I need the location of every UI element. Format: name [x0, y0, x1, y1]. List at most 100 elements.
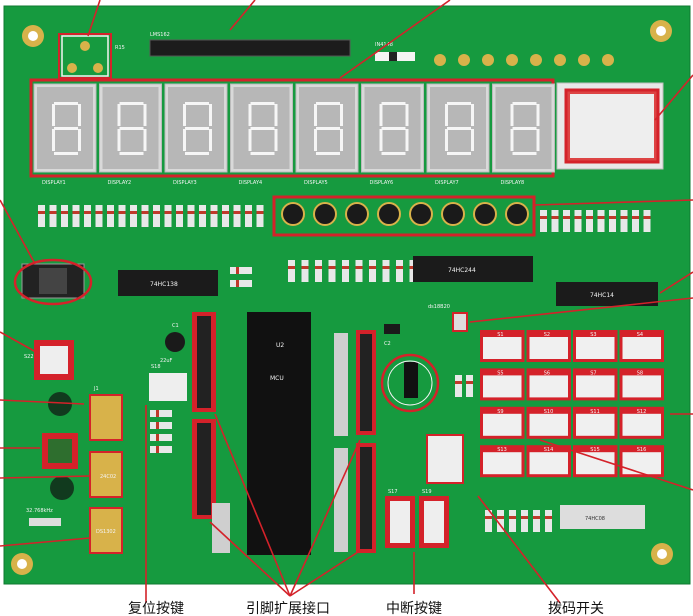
led — [530, 54, 542, 66]
transistor — [377, 202, 401, 226]
c2-label: C2 — [384, 341, 391, 347]
resistor — [150, 410, 172, 417]
transistor — [345, 202, 369, 226]
resistor — [141, 205, 149, 227]
resistor — [153, 205, 160, 227]
display-label: DISPLAY6 — [370, 180, 394, 186]
resistor — [49, 205, 57, 227]
transistor — [313, 202, 337, 226]
resistor — [533, 510, 540, 532]
resistor — [620, 210, 628, 232]
resistor — [643, 210, 651, 232]
resistor — [466, 375, 473, 397]
matrix-switch: S11 — [573, 406, 618, 439]
matrix-switch-label: S12 — [637, 409, 647, 415]
matrix-switch: S4 — [619, 330, 664, 362]
interrupt-key-callout: 中断按键 — [386, 601, 442, 616]
r15-label: R15 — [115, 45, 125, 51]
resistor — [230, 267, 252, 274]
reset-key-callout: 复位按键 — [128, 600, 184, 616]
transistor — [409, 202, 433, 226]
seven-segment-displays — [33, 83, 555, 173]
resistor — [551, 210, 559, 232]
matrix-switch: S14 — [526, 445, 571, 478]
s19-label: S19 — [422, 489, 432, 495]
seven-segment-display — [164, 83, 228, 173]
matrix-switch: S5 — [480, 368, 525, 401]
crystal-label: 32.768kHz — [26, 508, 53, 514]
interrupt-buttons: S17 S19 — [385, 489, 449, 548]
resistor — [233, 205, 241, 227]
seven-segment-display — [426, 83, 490, 173]
transistor — [281, 202, 305, 226]
resistor — [245, 205, 252, 227]
led — [482, 54, 494, 66]
resistor — [176, 205, 183, 227]
resistor — [256, 205, 264, 227]
resistor — [563, 210, 570, 232]
resistor — [230, 280, 252, 287]
matrix-switch-label: S7 — [590, 370, 596, 376]
potentiometer: R15 — [58, 33, 125, 79]
resistor — [61, 205, 68, 227]
resistor — [355, 260, 363, 282]
transistor-row-frame — [272, 195, 536, 237]
power-switch-left — [13, 258, 93, 306]
matrix-switch: S8 — [619, 368, 664, 401]
resistor — [199, 205, 206, 227]
resistor — [150, 434, 172, 441]
resistor — [72, 205, 80, 227]
chip-u-left: 74HC138 — [118, 270, 218, 296]
matrix-switch-label: S3 — [590, 332, 596, 338]
matrix-switch-label: S1 — [497, 332, 503, 338]
display-label: DISPLAY2 — [108, 180, 132, 186]
matrix-switch-label: S4 — [637, 332, 643, 338]
resistor — [328, 260, 336, 282]
resistor — [586, 210, 593, 232]
pin-headers — [192, 312, 376, 553]
resistor — [150, 446, 172, 453]
resistor — [609, 210, 616, 232]
display-label: DISPLAY7 — [435, 180, 459, 186]
chip-u-mid: 74HC244 — [413, 256, 533, 282]
led — [578, 54, 590, 66]
resistor — [164, 205, 172, 227]
cap22u-label: 22uF — [160, 358, 173, 364]
chip-u-right-label: 74HC14 — [590, 292, 614, 299]
resistor — [130, 205, 137, 227]
display-label: DISPLAY8 — [501, 180, 525, 186]
matrix-switch-label: S5 — [497, 370, 503, 376]
display-label: DISPLAY3 — [173, 180, 197, 186]
u-bottom-right-label: 74HC08 — [585, 516, 605, 522]
matrix-switch-label: S2 — [544, 332, 550, 338]
display-label: DISPLAY1 — [42, 180, 66, 186]
resistor — [369, 260, 376, 282]
chip-u-mid-label: 74HC244 — [448, 267, 476, 274]
transistor — [505, 202, 529, 226]
transistor — [441, 202, 465, 226]
chip-u-right: 74HC14 — [556, 282, 658, 306]
resistor — [38, 205, 45, 227]
matrix-switch: S12 — [619, 406, 664, 439]
resistor — [187, 205, 195, 227]
seven-segment-display — [230, 83, 293, 173]
matrix-switch-label: S14 — [544, 447, 554, 453]
rtc-label: DS1302 — [96, 529, 116, 535]
ds18b20: ds18B20 — [428, 304, 468, 332]
matrix-switch-label: S11 — [590, 409, 600, 415]
resistor — [396, 260, 403, 282]
s17-label: S17 — [388, 489, 398, 495]
mcu-label: MCU — [270, 375, 284, 382]
led — [434, 54, 446, 66]
matrix-switch: S6 — [526, 368, 571, 401]
in4148-label: IN4148 — [375, 42, 393, 48]
matrix-switch-label: S16 — [637, 447, 647, 453]
capacitor-c1: C1 22uF — [160, 323, 185, 364]
pin-expansion-callout: 引脚扩展接口 — [246, 600, 330, 616]
resistor — [315, 260, 322, 282]
lcd-header: LMS162 — [149, 32, 351, 57]
